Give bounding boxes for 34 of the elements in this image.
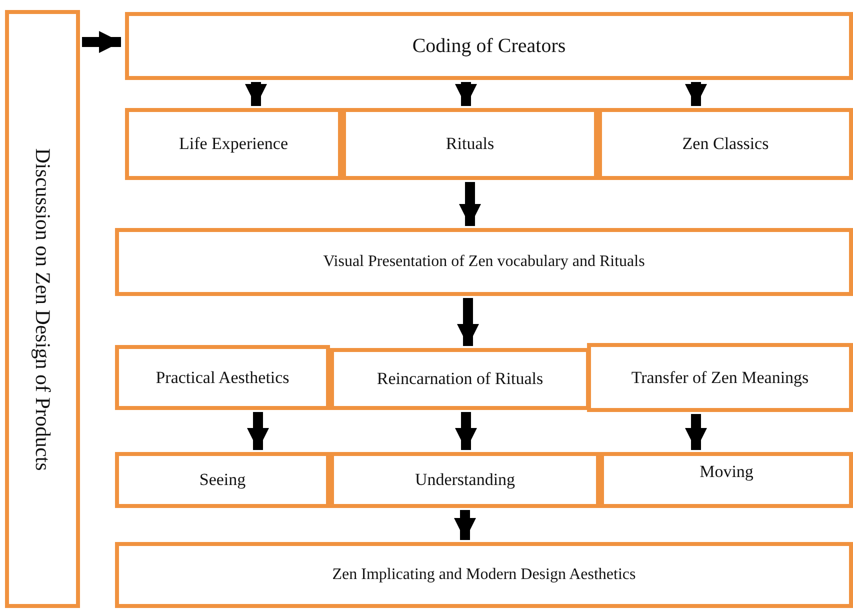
node-label: Life Experience <box>178 134 288 154</box>
arrow <box>455 412 477 450</box>
node-label: Seeing <box>199 470 246 490</box>
node-label: Practical Aesthetics <box>156 368 290 388</box>
arrow <box>459 182 481 226</box>
arrow <box>685 414 707 450</box>
process-box <box>125 12 853 80</box>
node-label: Rituals <box>446 134 494 154</box>
node-label: Zen Implicating and Modern Design Aesthetics <box>332 566 636 584</box>
node-label: Visual Presentation of Zen vocabulary and Rituals <box>323 253 645 271</box>
arrow <box>685 82 707 106</box>
process-box <box>115 228 853 296</box>
process-box <box>115 452 330 508</box>
node-label: Zen Classics <box>682 134 769 154</box>
arrow <box>245 82 267 106</box>
node-label: Understanding <box>414 470 516 490</box>
process-box <box>115 542 853 608</box>
process-box <box>598 108 853 180</box>
node-label: Discussion on Zen Design of Products <box>30 148 55 470</box>
node-label: Transfer of Zen Meanings <box>631 368 809 388</box>
arrow <box>457 298 479 346</box>
node-label: Coding of Creators <box>412 34 566 58</box>
arrow <box>455 82 477 106</box>
arrow <box>247 412 269 450</box>
process-box <box>330 348 590 410</box>
node-label: Reincarnation of Rituals <box>376 369 544 389</box>
arrow <box>454 510 476 540</box>
process-box <box>115 345 330 410</box>
node-label: Moving <box>700 462 754 482</box>
process-box <box>125 108 342 180</box>
side-panel-box <box>5 10 80 608</box>
arrow <box>82 31 121 53</box>
process-box <box>600 452 853 508</box>
process-box <box>587 343 853 412</box>
